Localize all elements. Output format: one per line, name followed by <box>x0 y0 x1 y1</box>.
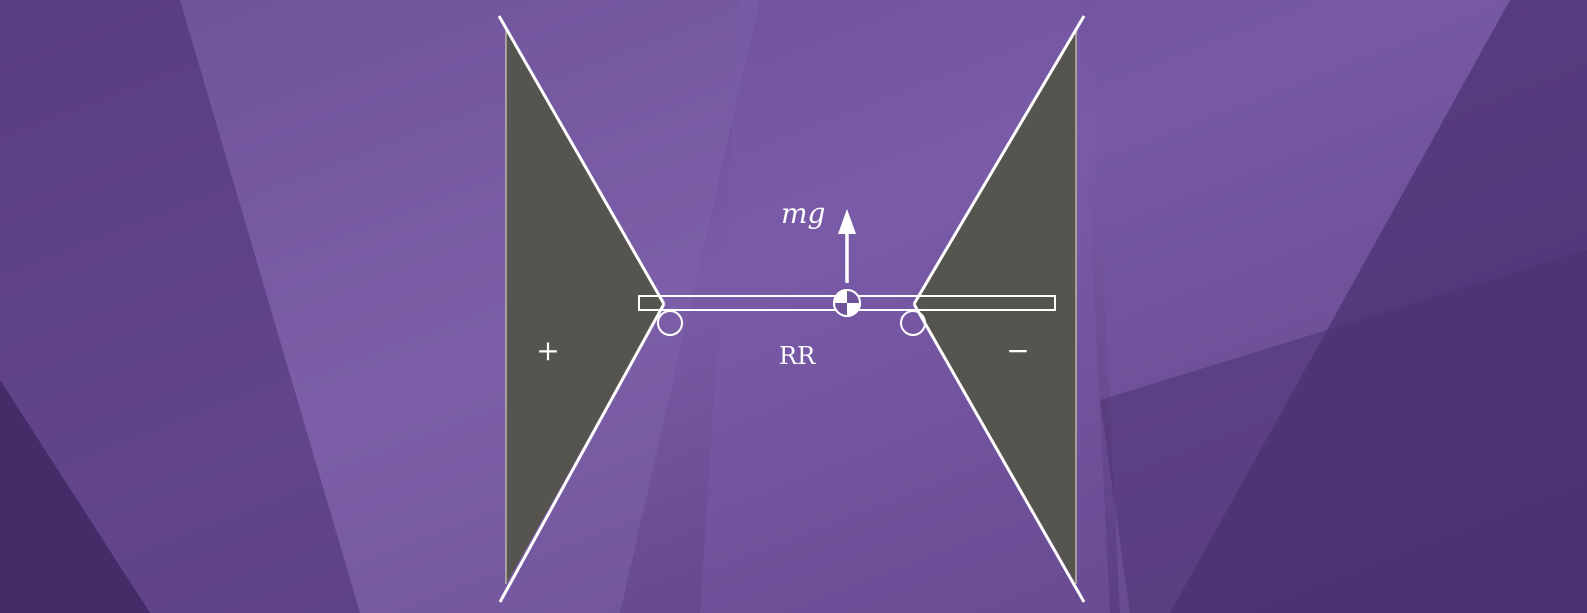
left-contact-circle-icon <box>657 310 683 336</box>
force-label: mg <box>781 197 825 230</box>
right-sign-label: − <box>1006 334 1029 367</box>
right-contact-circle-icon <box>900 310 926 336</box>
left-rail-lower <box>498 303 666 603</box>
center-of-mass-icon <box>833 289 861 317</box>
background-facet-bottom-right <box>1100 250 1587 613</box>
background-facet-bottom-left <box>0 380 150 613</box>
right-rail-upper <box>912 15 1086 305</box>
background-facet-center-left <box>180 0 760 613</box>
arrow-up-icon <box>838 209 856 283</box>
left-rail-upper <box>497 15 666 305</box>
right-rail-lower <box>912 303 1086 603</box>
right-plate <box>914 30 1076 584</box>
left-plate <box>506 30 664 584</box>
rod-label: RR <box>779 342 816 370</box>
background-facet-left <box>0 0 360 613</box>
left-sign-label: + <box>536 334 559 367</box>
